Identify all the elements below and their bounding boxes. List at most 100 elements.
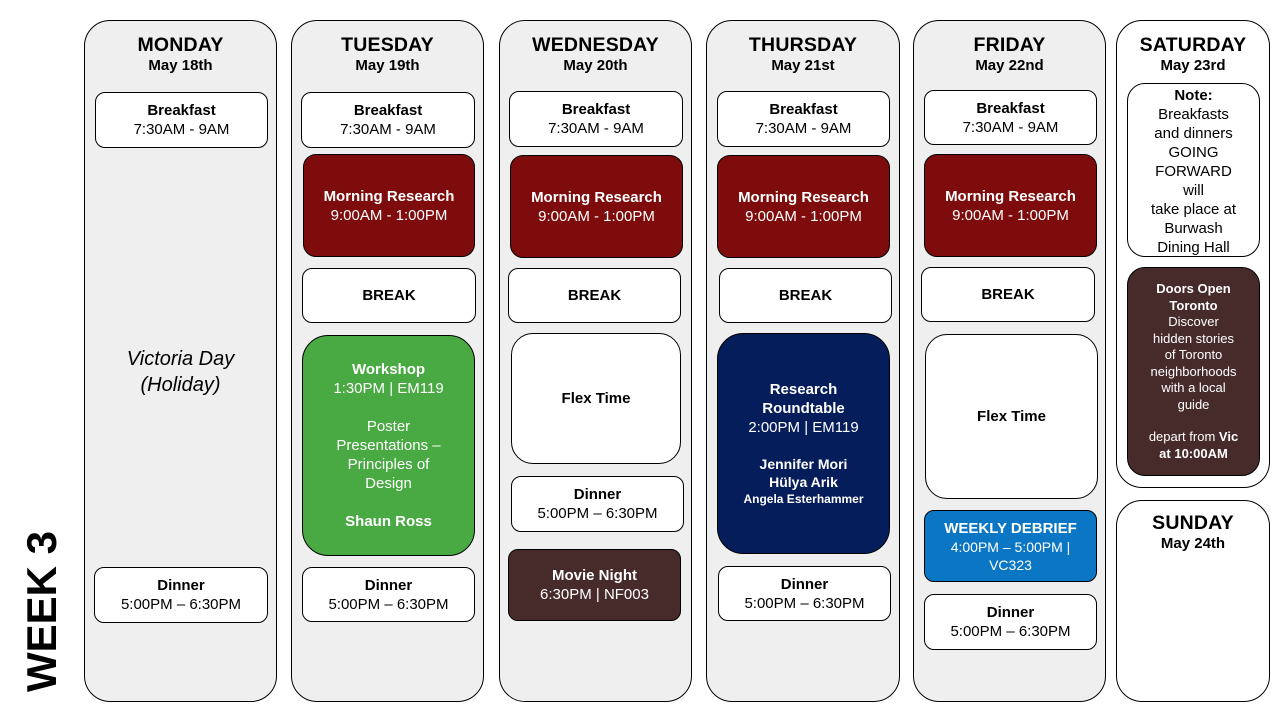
break-event[interactable]: BREAK xyxy=(719,268,892,323)
day-column-thursday: THURSDAY May 21st Breakfast 7:30AM - 9AM… xyxy=(706,20,900,702)
morning-research-event[interactable]: Morning Research 9:00AM - 1:00PM xyxy=(717,155,890,258)
event-time: 6:30PM | NF003 xyxy=(540,586,649,603)
day-date: May 19th xyxy=(355,57,420,74)
event-location: VC323 xyxy=(989,556,1032,573)
event-description: hidden stories xyxy=(1153,330,1234,346)
event-title: Morning Research xyxy=(531,188,662,206)
event-title: Movie Night xyxy=(552,567,637,584)
research-roundtable-event[interactable]: Research Roundtable 2:00PM | EM119 Jenni… xyxy=(717,333,890,554)
day-date: May 20th xyxy=(563,57,628,74)
flex-time-event[interactable]: Flex Time xyxy=(511,333,681,464)
movie-night-event[interactable]: Movie Night 6:30PM | NF003 xyxy=(508,549,681,621)
event-time: 7:30AM - 9AM xyxy=(962,118,1059,136)
day-name: SUNDAY xyxy=(1152,512,1234,534)
breakfast-event[interactable]: Breakfast 7:30AM - 9AM xyxy=(95,92,268,148)
day-date: May 21st xyxy=(771,57,835,74)
dinner-event[interactable]: Dinner 5:00PM – 6:30PM xyxy=(924,594,1097,650)
day-date: May 22nd xyxy=(975,57,1044,74)
event-title: Breakfast xyxy=(561,101,631,118)
dinner-event[interactable]: Dinner 5:00PM – 6:30PM xyxy=(94,567,268,623)
day-column-friday: FRIDAY May 22nd Breakfast 7:30AM - 9AM M… xyxy=(913,20,1106,702)
event-title: Morning Research xyxy=(945,187,1076,205)
speaker: Jennifer Mori xyxy=(759,456,848,472)
flex-time-event[interactable]: Flex Time xyxy=(925,334,1098,499)
event-title: Dinner xyxy=(157,577,205,594)
event-time: 9:00AM - 1:00PM xyxy=(330,206,448,224)
doors-open-event[interactable]: Doors Open Toronto Discover hidden stori… xyxy=(1127,267,1260,476)
event-title: BREAK xyxy=(981,286,1035,303)
break-event[interactable]: BREAK xyxy=(508,268,681,323)
breakfast-event[interactable]: Breakfast 7:30AM - 9AM xyxy=(717,91,890,147)
morning-research-event[interactable]: Morning Research 9:00AM - 1:00PM xyxy=(303,154,475,257)
event-time: 5:00PM – 6:30PM xyxy=(744,594,865,612)
note-line: and dinners xyxy=(1154,125,1233,142)
note-line: take place at xyxy=(1150,201,1237,218)
event-time: 5:00PM – 6:30PM xyxy=(328,595,449,613)
note-line: Dining Hall xyxy=(1157,239,1230,256)
break-event[interactable]: BREAK xyxy=(921,267,1095,322)
depart-place: Vic xyxy=(1218,429,1239,444)
note-line: FORWARD xyxy=(1155,163,1232,180)
week-label: WEEK 3 xyxy=(18,528,62,694)
event-title: Dinner xyxy=(364,576,413,594)
event-time: 9:00AM - 1:00PM xyxy=(952,206,1069,224)
event-description: of Toronto xyxy=(1164,347,1223,362)
breakfast-event[interactable]: Breakfast 7:30AM - 9AM xyxy=(509,91,683,147)
dinner-event[interactable]: Dinner 5:00PM – 6:30PM xyxy=(718,566,891,621)
breakfast-event[interactable]: Breakfast 7:30AM - 9AM xyxy=(301,92,475,148)
note-box: Note: Breakfasts and dinners GOING FORWA… xyxy=(1127,83,1260,257)
depart-time: at 10:00AM xyxy=(1159,445,1228,461)
day-column-saturday: SATURDAY May 23rd Note: Breakfasts and d… xyxy=(1116,20,1270,488)
event-title: BREAK xyxy=(778,287,833,304)
event-time: 7:30AM - 9AM xyxy=(548,120,644,137)
day-name: TUESDAY xyxy=(341,34,434,56)
morning-research-event[interactable]: Morning Research 9:00AM - 1:00PM xyxy=(510,155,683,258)
event-title: WEEKLY DEBRIEF xyxy=(944,519,1077,537)
event-time: 5:00PM – 6:30PM xyxy=(537,505,658,522)
speaker: Hülya Arik xyxy=(769,474,838,490)
event-title: Doors Open xyxy=(1156,281,1231,296)
day-name: SATURDAY xyxy=(1139,34,1247,56)
event-title: Roundtable xyxy=(762,400,845,417)
depart-line: depart from Vic xyxy=(1149,429,1238,446)
note-line: will xyxy=(1183,182,1204,199)
workshop-event[interactable]: Workshop 1:30PM | EM119 Poster Presentat… xyxy=(302,335,475,556)
day-name: MONDAY xyxy=(137,34,224,56)
morning-research-event[interactable]: Morning Research 9:00AM - 1:00PM xyxy=(924,154,1097,257)
day-date: May 24th xyxy=(1160,535,1226,552)
event-title: Breakfast xyxy=(769,101,838,118)
depart-prefix: depart from xyxy=(1148,429,1219,444)
event-title: BREAK xyxy=(567,287,622,304)
day-date: May 18th xyxy=(148,57,213,74)
week-label-text: WEEK 3 xyxy=(18,531,62,692)
breakfast-event[interactable]: Breakfast 7:30AM - 9AM xyxy=(924,90,1097,145)
event-title: Breakfast xyxy=(353,102,423,119)
day-name: WEDNESDAY xyxy=(532,34,659,56)
weekly-debrief-event[interactable]: WEEKLY DEBRIEF 4:00PM – 5:00PM | VC323 xyxy=(924,510,1097,582)
event-title: BREAK xyxy=(362,287,416,304)
holiday-name: Victoria Day xyxy=(126,348,235,370)
event-title: Research xyxy=(769,381,838,398)
topic-line: Poster xyxy=(366,418,411,435)
topic-line: Principles of xyxy=(347,456,430,473)
event-time: 9:00AM - 1:00PM xyxy=(745,207,862,225)
event-time: 7:30AM - 9AM xyxy=(340,121,436,138)
day-column-wednesday: WEDNESDAY May 20th Breakfast 7:30AM - 9A… xyxy=(499,20,692,702)
note-line: Breakfasts xyxy=(1158,106,1229,123)
event-time: 5:00PM – 6:30PM xyxy=(120,596,242,613)
event-time: 9:00AM - 1:00PM xyxy=(538,207,655,225)
event-title: Dinner xyxy=(986,604,1035,621)
dinner-event[interactable]: Dinner 5:00PM – 6:30PM xyxy=(511,476,684,532)
event-time: 7:30AM - 9AM xyxy=(755,120,852,137)
event-title: Morning Research xyxy=(738,188,869,206)
event-time: 1:30PM | EM119 xyxy=(333,380,444,397)
speaker: Angela Esterhammer xyxy=(743,492,864,506)
event-time: 4:00PM – 5:00PM | xyxy=(950,538,1071,555)
event-time: 2:00PM | EM119 xyxy=(748,419,859,436)
workshop-speaker: Shaun Ross xyxy=(345,513,432,530)
day-name: FRIDAY xyxy=(973,34,1046,56)
holiday-label: Victoria Day (Holiday) xyxy=(85,346,276,398)
event-description: Discover xyxy=(1168,314,1219,329)
break-event[interactable]: BREAK xyxy=(302,268,476,323)
dinner-event[interactable]: Dinner 5:00PM – 6:30PM xyxy=(302,567,475,622)
